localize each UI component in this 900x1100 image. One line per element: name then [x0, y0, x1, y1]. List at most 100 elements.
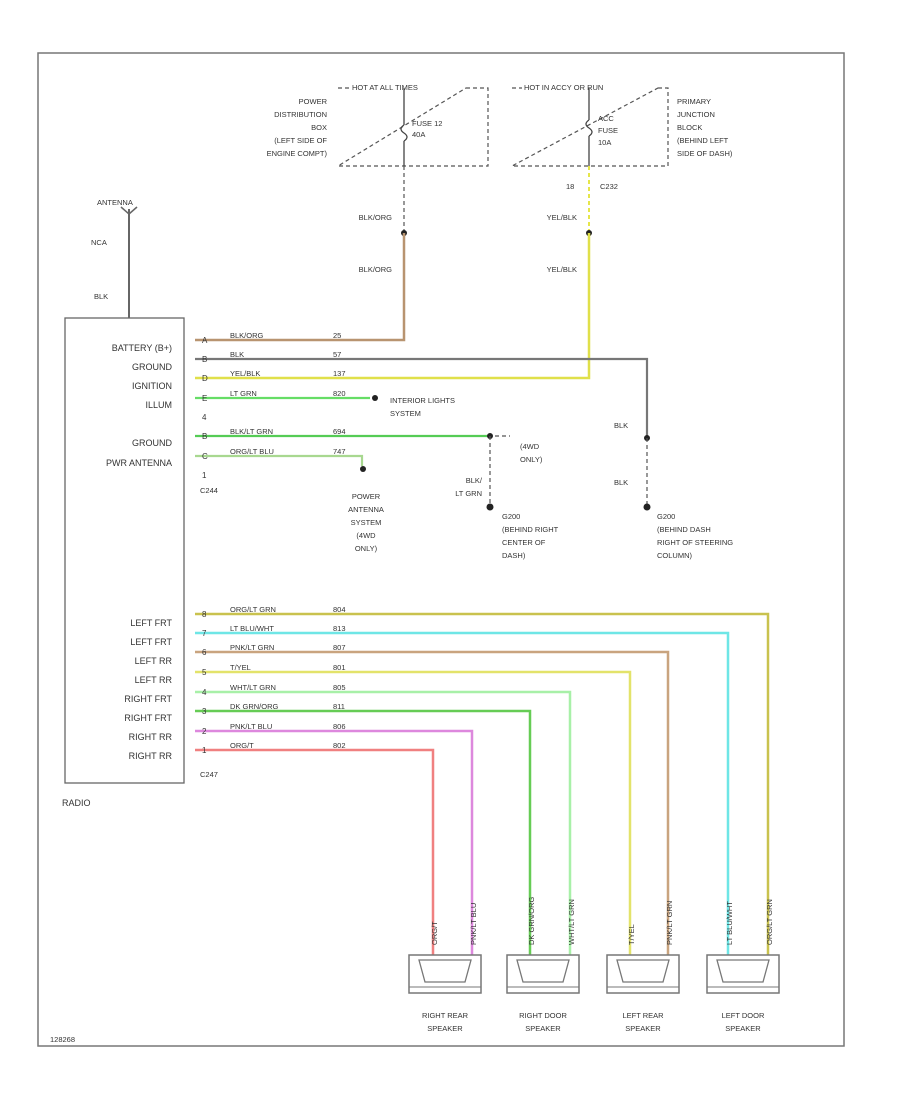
- radio-function-label: PWR ANTENNA: [106, 458, 172, 468]
- radio-speaker-function-label: LEFT RR: [135, 656, 173, 666]
- speaker-icon: [506, 954, 580, 994]
- svg-text:RIGHT OF STEERING: RIGHT OF STEERING: [657, 538, 733, 547]
- pdb-description: POWER DISTRIBUTION BOX (LEFT SIDE OF ENG…: [267, 97, 328, 158]
- svg-text:(4WD: (4WD: [356, 531, 376, 540]
- svg-text:YEL/BLK: YEL/BLK: [547, 265, 577, 274]
- power-antenna-arrow: [360, 466, 366, 472]
- c232-pin: 18: [566, 182, 574, 191]
- speaker-icon: [408, 954, 482, 994]
- circuit-number-label: 805: [333, 683, 346, 692]
- svg-text:ANTENNA: ANTENNA: [348, 505, 384, 514]
- svg-text:BLK/ORG: BLK/ORG: [359, 213, 393, 222]
- c247-pin: 4: [202, 688, 207, 697]
- diagram-id: 128268: [50, 1035, 75, 1044]
- radio-label: RADIO: [62, 798, 91, 808]
- radio-speaker-function-label: RIGHT FRT: [124, 694, 172, 704]
- g200-left-label: G200 (BEHIND DASH RIGHT OF STEERING COLU…: [657, 512, 733, 560]
- radio-function-label: GROUND: [132, 438, 172, 448]
- speaker-wire: [195, 612, 770, 955]
- wire-color-label: BLK/LT GRN: [230, 427, 273, 436]
- svg-text:YEL/BLK: YEL/BLK: [547, 213, 577, 222]
- svg-text:BLK/: BLK/: [466, 476, 483, 485]
- svg-text:G200: G200: [502, 512, 520, 521]
- wire-color-label: BLK/ORG: [230, 331, 264, 340]
- speaker-wire-label: LT BLU/WHT: [725, 901, 734, 945]
- fuse-12-rating: 40A: [412, 130, 425, 139]
- radio-speaker-function-label: RIGHT RR: [129, 732, 173, 742]
- c247-pin: 8: [202, 610, 207, 619]
- wire-color-label: DK GRN/ORG: [230, 702, 279, 711]
- wire-color-label: PNK/LT BLU: [230, 722, 272, 731]
- wire-color-label: BLK: [230, 350, 244, 359]
- c244-pin: C: [202, 452, 208, 461]
- speaker-icon: [606, 954, 680, 994]
- circuit-number-label: 25: [333, 331, 341, 340]
- svg-text:(BEHIND RIGHT: (BEHIND RIGHT: [502, 525, 559, 534]
- c244-pin: 1: [202, 471, 207, 480]
- speaker-name: LEFT DOOR: [722, 1011, 765, 1020]
- c247-pin: 3: [202, 707, 207, 716]
- svg-text:(LEFT SIDE OF: (LEFT SIDE OF: [274, 136, 327, 145]
- speaker-name: SPEAKER: [625, 1024, 661, 1033]
- wire-color-label: ORG/LT BLU: [230, 447, 274, 456]
- wire-color-label: WHT/LT GRN: [230, 683, 276, 692]
- svg-text:BLK: BLK: [94, 292, 108, 301]
- c244-label: C244: [200, 486, 218, 495]
- c244-pin: A: [202, 336, 208, 345]
- radio-function-label: GROUND: [132, 362, 172, 372]
- c244-pin: D: [202, 374, 208, 383]
- svg-text:LT GRN: LT GRN: [455, 489, 482, 498]
- speaker-wire: [195, 631, 730, 955]
- svg-text:(4WD: (4WD: [520, 442, 540, 451]
- c244-pin: E: [202, 394, 207, 403]
- svg-text:10A: 10A: [598, 138, 611, 147]
- svg-text:NCA: NCA: [91, 238, 107, 247]
- svg-text:ONLY): ONLY): [520, 455, 543, 464]
- svg-text:CENTER OF: CENTER OF: [502, 538, 546, 547]
- g200-right-ground-point: [486, 503, 494, 511]
- c247-pin: 2: [202, 727, 207, 736]
- power-antenna-wire: [195, 454, 364, 466]
- svg-text:ONLY): ONLY): [355, 544, 378, 553]
- primary-junction-block: HOT IN ACCY OR RUN ACC FUSE 10A: [511, 83, 669, 167]
- c244-pin: B: [202, 355, 207, 364]
- circuit-number-label: 57: [333, 350, 341, 359]
- wire-color-label: PNK/LT GRN: [230, 643, 274, 652]
- yel-blk-wire: [195, 233, 591, 380]
- wire-color-label: ORG/T: [230, 741, 254, 750]
- speaker-wire: [195, 670, 632, 955]
- wire-color-label: LT BLU/WHT: [230, 624, 274, 633]
- speaker-name: SPEAKER: [525, 1024, 561, 1033]
- fuse-12-label: FUSE 12: [412, 119, 442, 128]
- circuit-number-label: 811: [333, 702, 345, 711]
- wire-color-label: T/YEL: [230, 663, 251, 672]
- radio-speaker-function-label: LEFT FRT: [130, 618, 172, 628]
- speaker-wire-label: ORG/LT GRN: [765, 899, 774, 945]
- svg-text:BLOCK: BLOCK: [677, 123, 702, 132]
- interior-lights-arrow: [372, 395, 378, 401]
- radio-function-label: IGNITION: [132, 381, 172, 391]
- speaker-name: LEFT REAR: [622, 1011, 664, 1020]
- speaker-name: RIGHT DOOR: [519, 1011, 567, 1020]
- pjb-description: PRIMARY JUNCTION BLOCK (BEHIND LEFT SIDE…: [677, 97, 733, 158]
- svg-text:JUNCTION: JUNCTION: [677, 110, 715, 119]
- speaker-wire-label: T/YEL: [627, 924, 636, 945]
- radio-speaker-function-label: LEFT FRT: [130, 637, 172, 647]
- speaker-wire-label: ORG/T: [430, 921, 439, 945]
- wire-color-label: YEL/BLK: [230, 369, 260, 378]
- speaker-wire: [195, 650, 670, 955]
- circuit-number-label: 820: [333, 389, 346, 398]
- circuit-number-label: 807: [333, 643, 346, 652]
- speaker-wire-label: PNK/LT BLU: [469, 903, 478, 945]
- c247-pin: 5: [202, 668, 207, 677]
- svg-text:(BEHIND DASH: (BEHIND DASH: [657, 525, 711, 534]
- circuit-number-label: 137: [333, 369, 346, 378]
- c244-pin: B: [202, 432, 207, 441]
- g200-right-label: G200 (BEHIND RIGHT CENTER OF DASH): [502, 512, 559, 560]
- circuit-number-label: 747: [333, 447, 346, 456]
- svg-text:BLK: BLK: [614, 478, 628, 487]
- c244-pin: 4: [202, 413, 207, 422]
